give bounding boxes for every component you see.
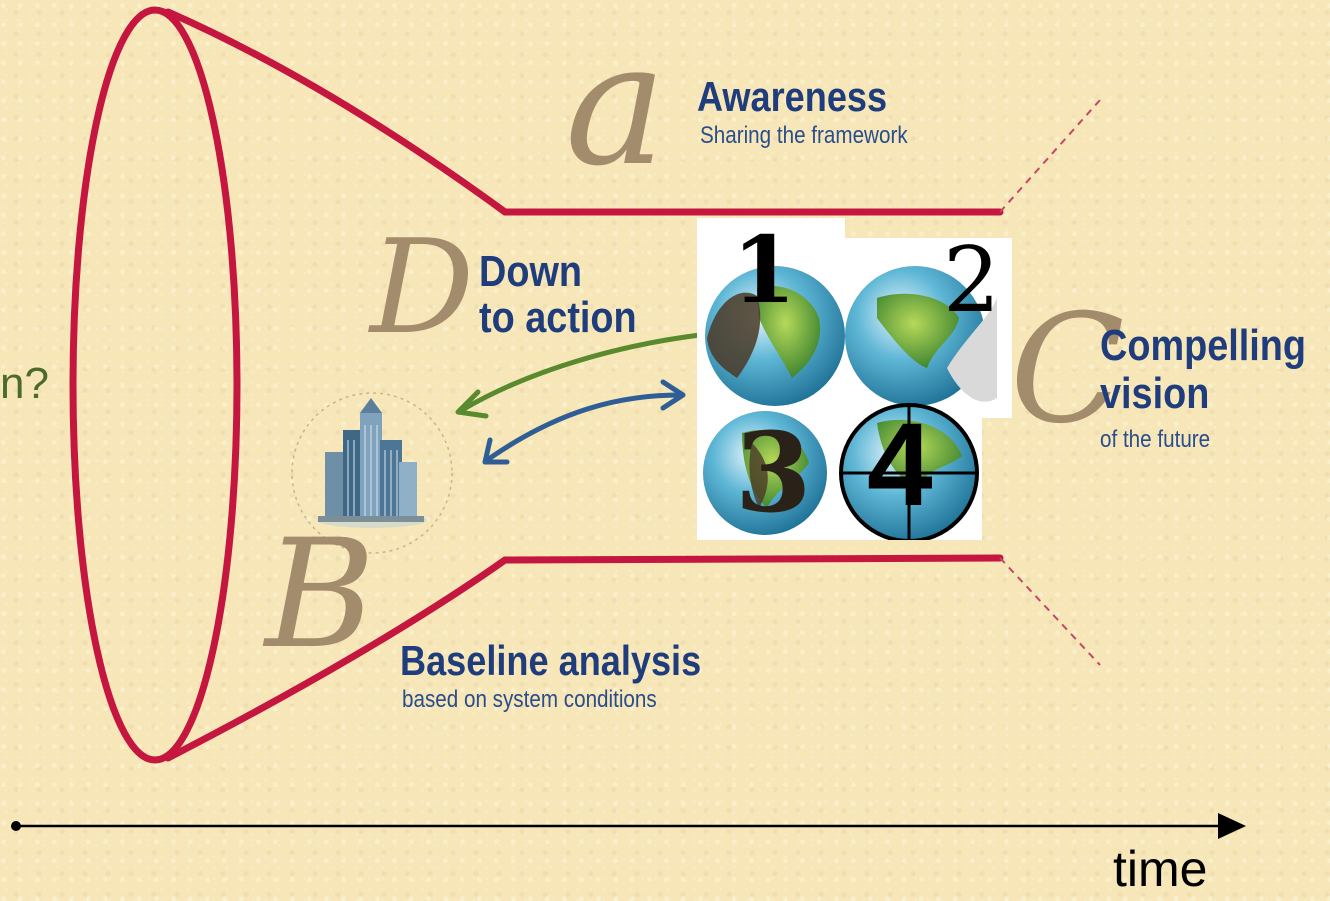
stage-d-title: Down	[479, 247, 582, 296]
globe-4	[839, 403, 979, 540]
stage-c-subtitle: of the future	[1100, 426, 1211, 453]
green-arrow	[455, 332, 703, 419]
funnel-bottom-edge	[164, 554, 1004, 762]
stage-d-title-line2: to action	[479, 293, 637, 342]
blue-double-arrow	[482, 379, 686, 465]
stage-d-letter: D	[370, 211, 475, 363]
globe-2	[845, 266, 997, 406]
stage-a-letter: a	[565, 6, 667, 204]
funnel-mouth-ellipse	[69, 6, 241, 764]
globe-number-2: 2	[943, 228, 1001, 333]
time-axis-label: time	[1113, 841, 1208, 897]
stage-b-title: Baseline analysis	[400, 637, 702, 684]
future-cone	[999, 99, 1101, 666]
stage-a-subtitle: Sharing the framework	[700, 122, 908, 149]
cone-upper-dashed	[999, 99, 1101, 213]
globe-number-1: 1	[732, 216, 797, 324]
funnel-top-edge	[164, 8, 1004, 216]
left-question-text: n?	[0, 359, 49, 408]
globe-number-3: 3	[735, 408, 812, 537]
stage-b-subtitle: based on system conditions	[402, 686, 657, 713]
globe-cluster: 1 2 3 4	[697, 218, 1012, 540]
globe-number-4: 4	[867, 399, 933, 531]
globe-1	[705, 266, 845, 406]
stage-c-title-line2: vision	[1100, 369, 1210, 418]
globe-3	[703, 411, 827, 535]
timeline-arrow	[11, 813, 1246, 839]
stage-b-letter: B	[265, 508, 376, 682]
stage-a-title: Awareness	[697, 73, 888, 120]
building-icon	[291, 392, 453, 554]
globes-svg	[703, 266, 997, 540]
stage-c-title: Compelling	[1100, 321, 1307, 370]
funnel	[69, 6, 1004, 764]
stage-c-letter: C	[1010, 283, 1125, 457]
cone-lower-dashed	[999, 557, 1101, 666]
